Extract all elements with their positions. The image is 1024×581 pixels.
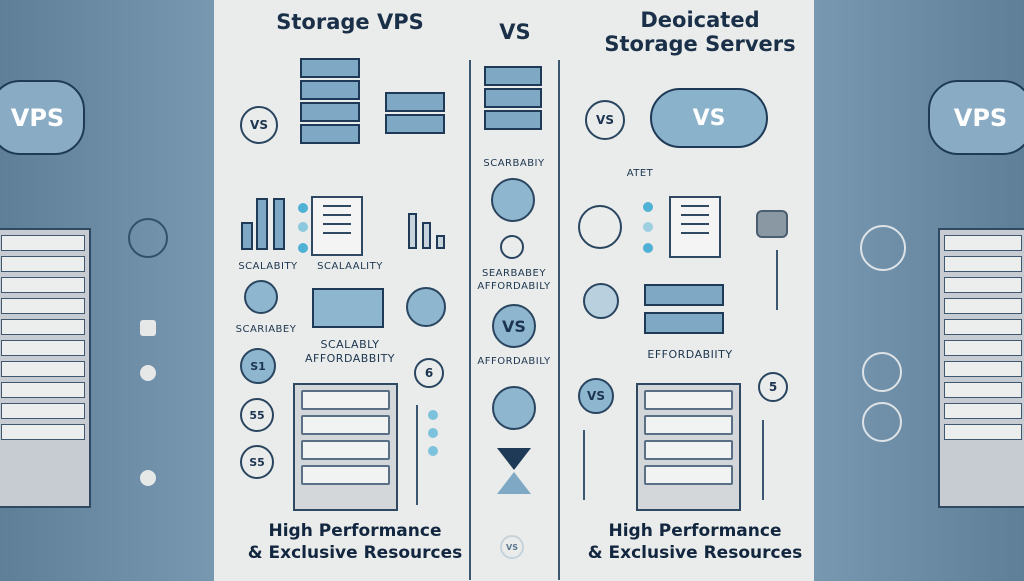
circle-s1: S1 <box>240 348 276 384</box>
pie-clock-icon <box>406 287 446 327</box>
label-affordabbity: AFFORDABBITY <box>304 352 396 365</box>
dot <box>643 222 653 232</box>
title-storage-vps: Storage VPS <box>276 10 424 34</box>
circle-55: 55 <box>240 398 274 432</box>
server-rack-left-panel <box>293 383 398 511</box>
dot <box>428 446 438 456</box>
server-stack-icon <box>300 58 360 146</box>
divider-left <box>469 60 471 580</box>
right-footer-line2: & Exclusive Resources <box>587 543 803 563</box>
dot <box>643 243 653 253</box>
vs-circle-right-2: VS <box>578 378 614 414</box>
device-icon <box>756 210 788 238</box>
dot <box>298 243 308 253</box>
dot <box>643 202 653 212</box>
title-dedicated-line1: Deoicated <box>640 8 760 32</box>
vps-cloud-left: VPS <box>0 80 85 155</box>
bar-chart-icon-3 <box>273 198 285 250</box>
vs-circle-bottom: VS <box>500 535 524 559</box>
document-icon <box>311 196 363 256</box>
label-affordabily-2: AFFORDABILY <box>477 356 551 367</box>
dot <box>428 410 438 420</box>
vs-cloud-icon: VS <box>650 88 768 148</box>
circle-5: 5 <box>758 372 788 402</box>
label-scarbabiy: SCARBABIY <box>483 158 545 169</box>
label-scalabity: SCALABITY <box>238 261 298 272</box>
label-atet: ATET <box>626 168 654 179</box>
circle-icon-right <box>862 352 902 392</box>
hourglass-icon-bottom <box>497 472 531 494</box>
server-rack-right <box>938 228 1024 508</box>
vs-circle-center: VS <box>492 304 536 348</box>
gauge-icon-right <box>583 283 619 319</box>
dot-icon-left-2 <box>140 470 156 486</box>
server-unit-icon-2 <box>644 312 724 334</box>
connector-line <box>416 405 418 505</box>
target-icon-right <box>860 225 906 271</box>
gauge-icon <box>492 386 536 430</box>
divider-right <box>558 60 560 580</box>
bar-chart-icon-2 <box>256 198 268 250</box>
label-scariabey: SCARIABEY <box>235 324 297 335</box>
title-dedicated-line2: Storage Servers <box>604 32 796 56</box>
connector-line <box>583 430 585 500</box>
server-stack-center-icon <box>484 66 542 132</box>
bar-chart-icon-small-2 <box>422 222 431 249</box>
server-rack-left <box>0 228 91 508</box>
target-icon-left <box>128 218 168 258</box>
label-searbabey: SEARBABEY <box>482 268 546 279</box>
dot <box>428 428 438 438</box>
bar-chart-icon-small <box>408 213 417 249</box>
label-scalably: SCALABLY <box>320 338 380 351</box>
hourglass-icon <box>497 448 531 470</box>
server-unit-icon <box>644 284 724 306</box>
label-affordabily-1: AFFORDABILY <box>477 281 551 292</box>
server-rack-right-panel <box>636 383 741 511</box>
target-icon-center <box>500 235 524 259</box>
dot <box>298 203 308 213</box>
bar-chart-icon-small-3 <box>436 235 445 249</box>
monitor-icon <box>312 288 384 328</box>
vs-circle-right: VS <box>585 100 625 140</box>
circle-s5: S5 <box>240 445 274 479</box>
lock-icon-left <box>140 320 156 336</box>
vps-cloud-right: VPS <box>928 80 1024 155</box>
globe-icon <box>578 205 622 249</box>
pie-chart-icon <box>491 178 535 222</box>
dot-icon-left <box>140 365 156 381</box>
left-footer-line2: & Exclusive Resources <box>247 543 463 563</box>
document-icon-right <box>669 196 721 258</box>
label-effordabiity: EFFORDABIITY <box>647 348 733 361</box>
connector-line <box>762 420 764 500</box>
bar-chart-icon <box>241 222 253 250</box>
connector-line-right <box>776 250 778 310</box>
server-stack-small-icon <box>385 92 445 136</box>
vs-circle-left: VS <box>240 106 278 144</box>
title-vs: VS <box>499 20 531 44</box>
right-footer-line1: High Performance <box>608 521 782 541</box>
dot <box>298 222 308 232</box>
drop-icon <box>244 280 278 314</box>
circle-6: 6 <box>414 358 444 388</box>
circle-icon-right-2 <box>862 402 902 442</box>
left-footer-line1: High Performance <box>268 521 442 541</box>
label-scalaality: SCALAALITY <box>317 261 383 272</box>
